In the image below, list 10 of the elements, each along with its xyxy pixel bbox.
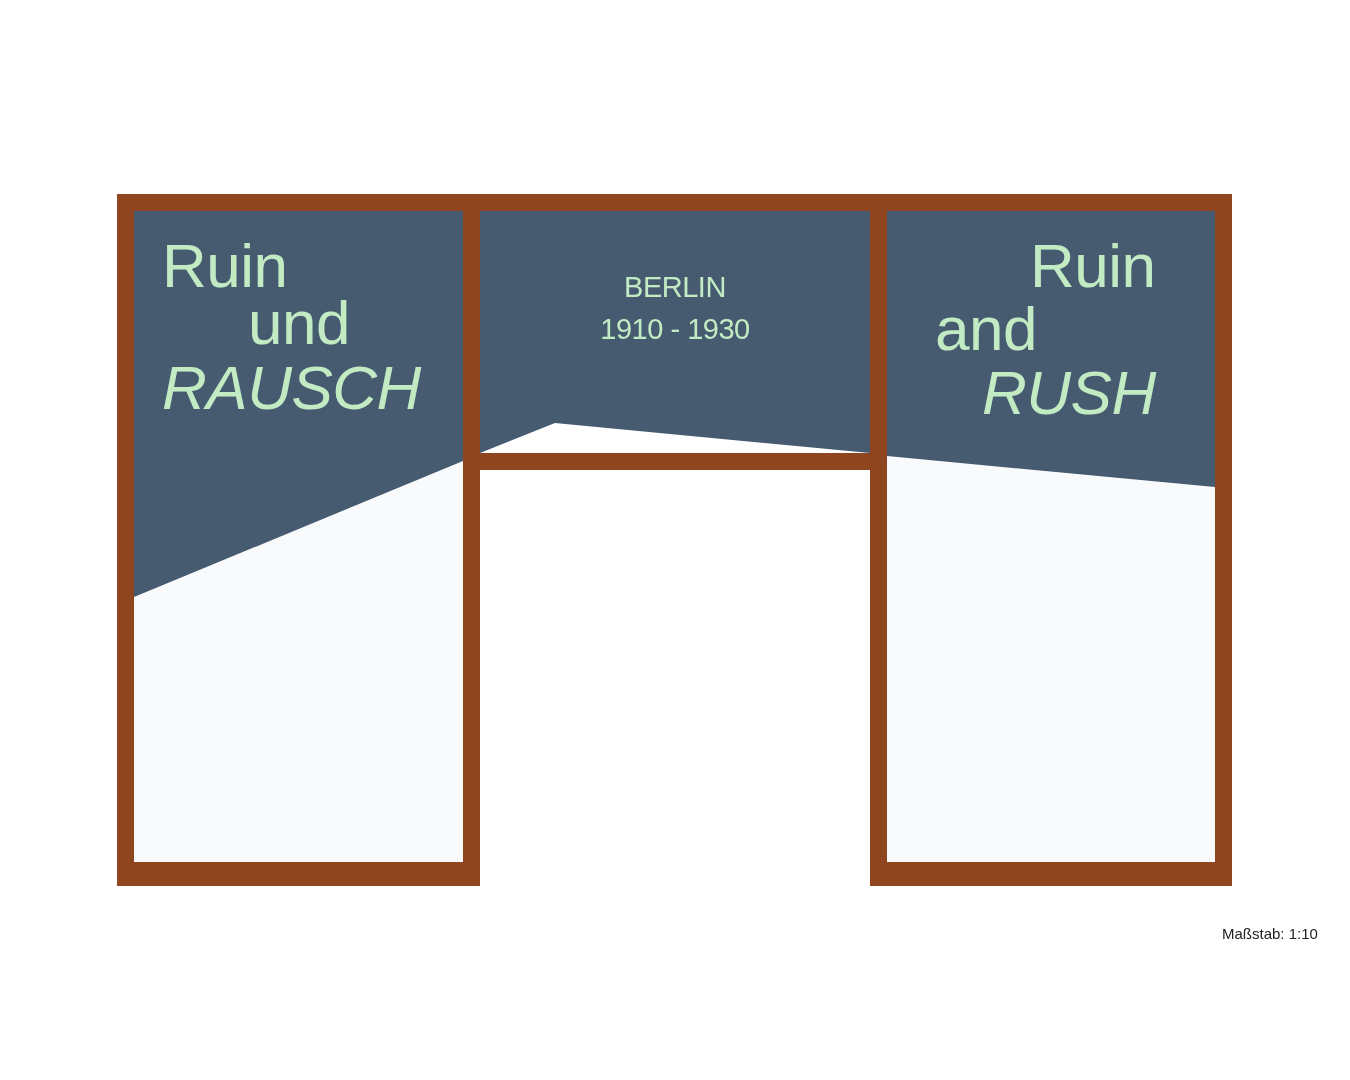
banner-heading: RUSH [982,362,1156,424]
banner-panel [480,211,870,453]
banner-panel [134,211,463,862]
banner-heading: 1910 - 1930 [600,315,750,344]
banner-panel [887,211,1215,862]
banner-heading: Ruin [1030,235,1156,297]
banner-heading: BERLIN [624,273,726,302]
banner-heading: RAUSCH [162,357,421,419]
scale-note: Maßstab: 1:10 [1222,925,1318,942]
banner-heading: and [935,298,1037,360]
